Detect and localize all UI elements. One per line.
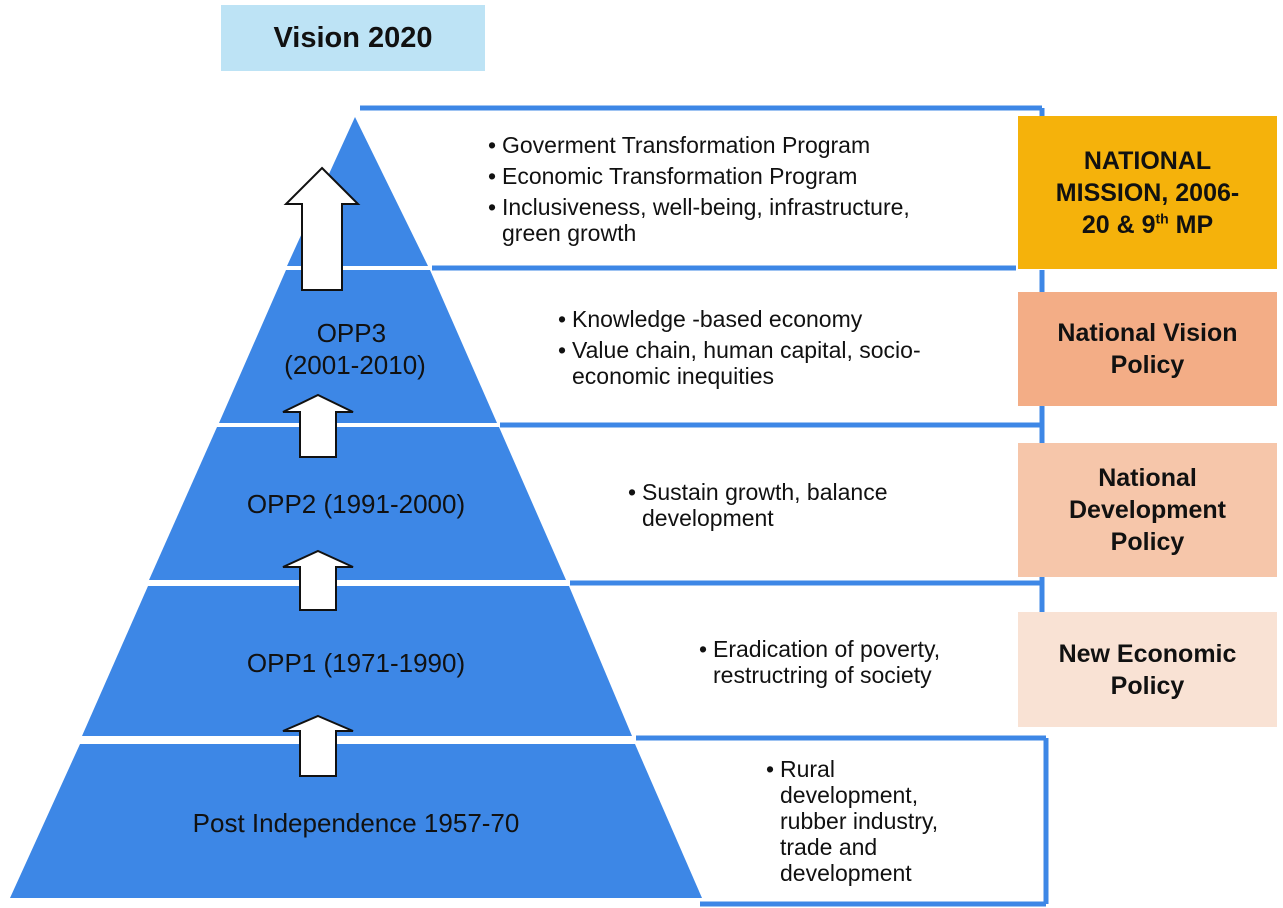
bullet-item: Inclusiveness, well-being, infrastructur… [488,194,958,246]
tier-3 [149,427,566,580]
progress-arrows [282,166,361,777]
vision-title: Vision 2020 [221,5,485,71]
up-arrow [282,714,354,777]
bullet-item: Economic Transformation Program [488,163,958,189]
tier-1-bullets: Goverment Transformation Program Economi… [488,132,958,251]
bullet-item: Sustain growth, balance development [628,479,928,531]
tier-2 [219,270,497,423]
tier-label-opp2: OPP2 (1991-2000) [247,489,465,519]
policy-national-vision: National Vision Policy [1018,292,1277,406]
bullet-item: Rural development, rubber industry, trad… [766,756,966,886]
policy-national-mission-text: NATIONAL MISSION, 2006-20 & 9th MP [1055,146,1240,239]
bullet-item: Eradication of poverty, restructring of … [699,636,974,688]
policy-new-economic-text: New Economic Policy [1058,639,1237,700]
policy-new-economic: New Economic Policy [1018,612,1277,727]
bullet-item: Knowledge -based economy [558,306,978,332]
bullet-item: Goverment Transformation Program [488,132,958,158]
tier-4 [82,586,632,736]
tier-5 [10,744,702,898]
up-arrow [282,393,354,458]
tier-4-bullets: Eradication of poverty, restructring of … [699,636,974,693]
bullet-item: Value chain, human capital, socio-econom… [558,337,978,389]
policy-national-development: National Development Policy [1018,443,1277,577]
policy-national-mission: NATIONAL MISSION, 2006-20 & 9th MP [1018,116,1277,269]
tier-label-post-independence: Post Independence 1957-70 [193,808,520,838]
policy-national-development-text: National Development Policy [1069,464,1226,556]
tier-labels: OPP3 (2001-2010) OPP2 (1991-2000) OPP1 (… [193,318,520,838]
tier-label-opp1: OPP1 (1971-1990) [247,648,465,678]
up-arrow [282,549,354,611]
tier-label-opp3-line2: (2001-2010) [284,350,426,380]
tier-label-opp3: OPP3 (2001-2010) [284,318,426,380]
pyramid-tiers [10,117,702,898]
tier-label-opp3-line1: OPP3 [317,318,386,348]
tier-3-bullets: Sustain growth, balance development [628,479,928,536]
bracket-lines [360,105,1049,907]
tier-5-bullets: Rural development, rubber industry, trad… [766,756,966,891]
tier-2-bullets: Knowledge -based economy Value chain, hu… [558,306,978,394]
policy-national-vision-text: National Vision Policy [1057,319,1238,379]
up-arrow-top [283,166,361,291]
